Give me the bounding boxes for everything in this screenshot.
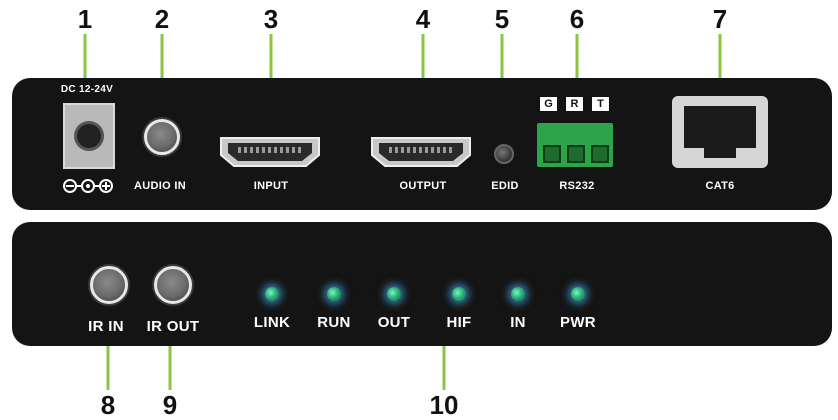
led-link bbox=[265, 287, 279, 301]
rear-panel bbox=[12, 222, 832, 346]
cat6-port-latch bbox=[704, 146, 736, 158]
hdmi-input-label: INPUT bbox=[253, 180, 289, 192]
leader-line-6 bbox=[575, 34, 579, 80]
dc-power-jack[interactable] bbox=[63, 103, 115, 169]
ir-out-label: IR OUT bbox=[146, 318, 200, 335]
leader-line-9 bbox=[168, 346, 172, 390]
hdmi-input-port[interactable] bbox=[218, 135, 322, 169]
rs232-pin-r: R bbox=[565, 96, 584, 112]
callout-2: 2 bbox=[154, 4, 170, 34]
leader-line-1 bbox=[83, 34, 87, 80]
led-pwr bbox=[571, 287, 585, 301]
callout-8: 8 bbox=[100, 390, 116, 420]
terminal-screw bbox=[591, 145, 609, 163]
led-hif-label: HIF bbox=[446, 314, 472, 331]
ir-out-jack[interactable] bbox=[154, 266, 192, 304]
rs232-pin-g: G bbox=[539, 96, 558, 112]
led-link-label: LINK bbox=[253, 314, 291, 331]
leader-line-2 bbox=[160, 34, 164, 80]
hdmi-output-label: OUTPUT bbox=[399, 180, 447, 192]
callout-7: 7 bbox=[712, 4, 728, 34]
ir-in-label: IR IN bbox=[88, 318, 124, 335]
callout-6: 6 bbox=[569, 4, 585, 34]
edid-label: EDID bbox=[491, 180, 519, 192]
leader-line-4 bbox=[421, 34, 425, 80]
rs232-terminal-block[interactable] bbox=[537, 123, 613, 167]
hdmi-output-port[interactable] bbox=[369, 135, 473, 169]
led-in-label: IN bbox=[510, 314, 526, 331]
audio-in-label: AUDIO IN bbox=[134, 180, 186, 192]
callout-10: 10 bbox=[429, 390, 459, 420]
dc-pin bbox=[74, 121, 104, 151]
leader-line-8 bbox=[106, 346, 110, 390]
leader-line-5 bbox=[500, 34, 504, 80]
edid-button[interactable] bbox=[494, 144, 514, 164]
cat6-port-opening bbox=[684, 106, 756, 148]
callout-9: 9 bbox=[162, 390, 178, 420]
callout-1: 1 bbox=[77, 4, 93, 34]
audio-in-jack[interactable] bbox=[144, 119, 180, 155]
led-in bbox=[511, 287, 525, 301]
terminal-screw bbox=[543, 145, 561, 163]
callout-4: 4 bbox=[415, 4, 431, 34]
callout-3: 3 bbox=[263, 4, 279, 34]
led-hif bbox=[452, 287, 466, 301]
terminal-screw bbox=[567, 145, 585, 163]
cat6-port[interactable] bbox=[672, 96, 768, 168]
led-pwr-label: PWR bbox=[560, 314, 596, 331]
led-run bbox=[327, 287, 341, 301]
ir-in-jack[interactable] bbox=[90, 266, 128, 304]
led-out-label: OUT bbox=[377, 314, 411, 331]
led-run-label: RUN bbox=[317, 314, 351, 331]
cat6-label: CAT6 bbox=[705, 180, 735, 192]
rs232-label: RS232 bbox=[559, 180, 595, 192]
dc-label: DC 12-24V bbox=[60, 84, 114, 95]
led-out bbox=[387, 287, 401, 301]
leader-line-10 bbox=[442, 346, 446, 390]
leader-line-3 bbox=[269, 34, 273, 80]
leader-line-7 bbox=[718, 34, 722, 80]
rs232-pin-t: T bbox=[591, 96, 610, 112]
polarity-icon bbox=[63, 179, 113, 193]
callout-5: 5 bbox=[494, 4, 510, 34]
